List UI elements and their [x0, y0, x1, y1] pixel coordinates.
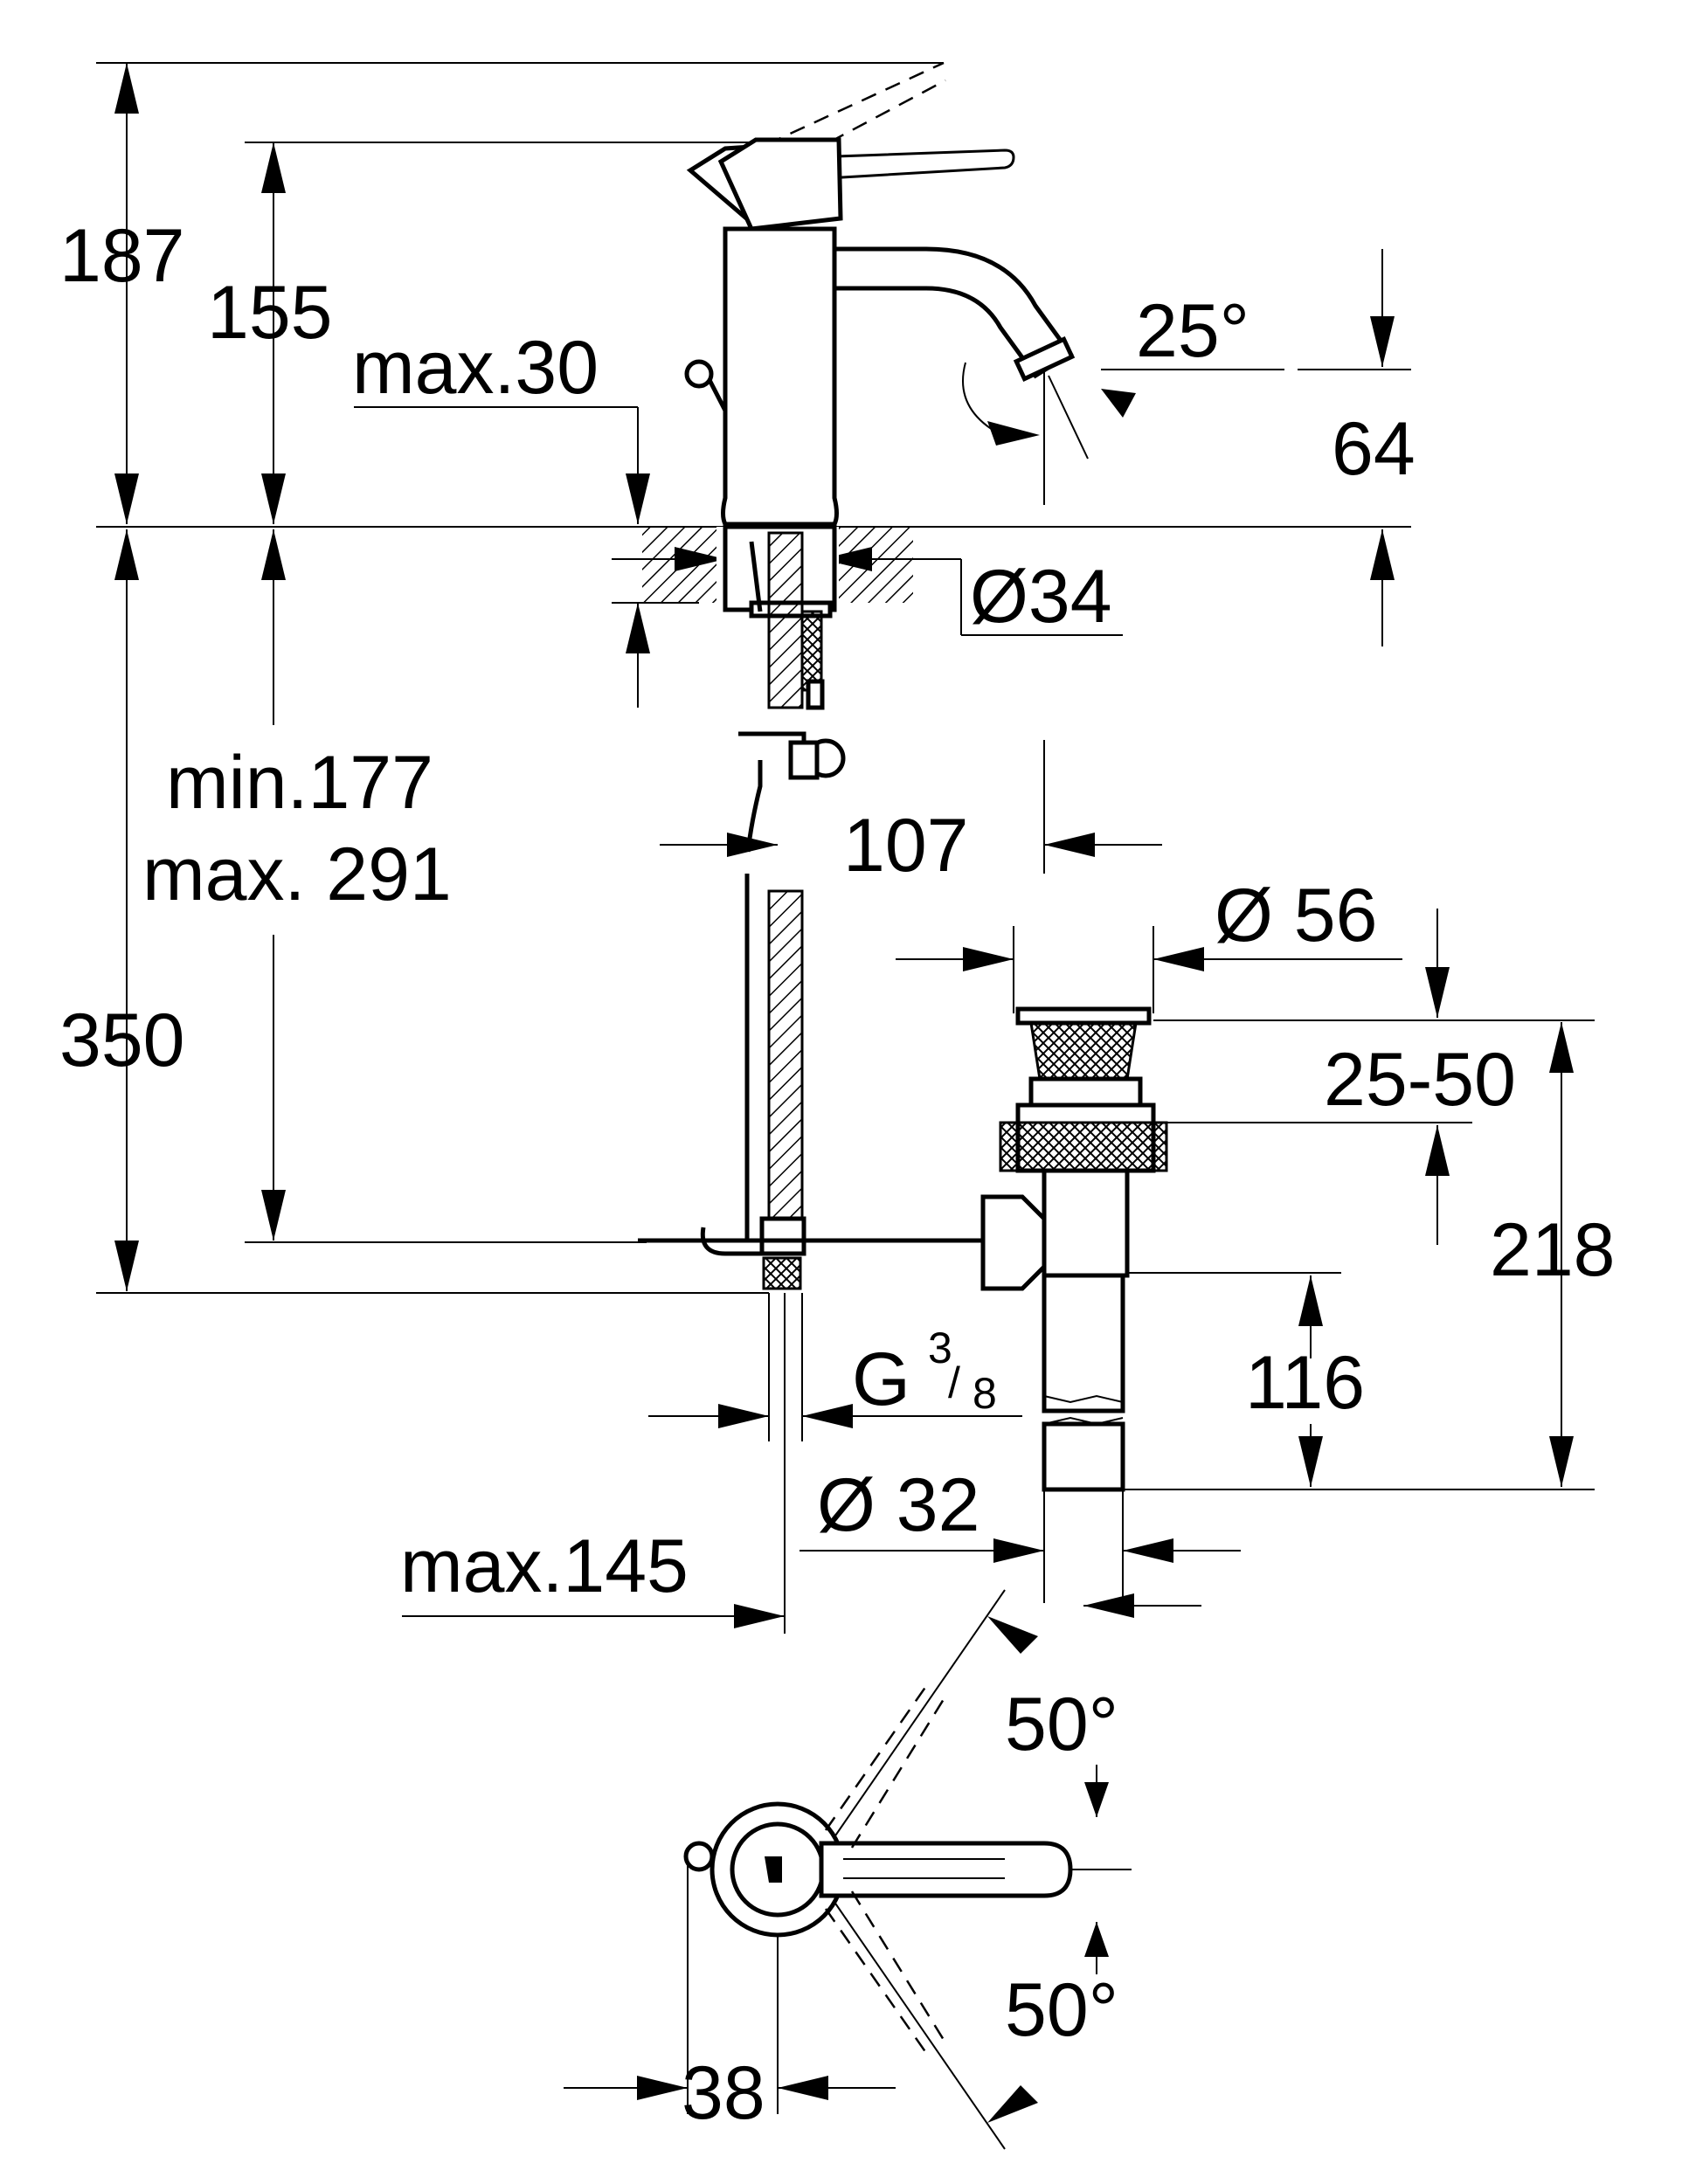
label-max-291: max. 291: [142, 833, 452, 916]
label-max-30: max.30: [352, 326, 599, 410]
label-187: 187: [59, 214, 185, 298]
faucet-top-view: [683, 1685, 1073, 2054]
label-min-177: min.177: [166, 741, 433, 825]
label-g: G: [852, 1337, 910, 1421]
label-350: 350: [59, 999, 185, 1082]
label-155: 155: [207, 271, 333, 355]
label-50-deg-lower: 50°: [1005, 1968, 1118, 2052]
faucet-side-view: [638, 61, 1076, 1290]
label-max-145: max.145: [400, 1524, 689, 1608]
label-g-numerator: 3: [928, 1324, 952, 1372]
label-116: 116: [1245, 1341, 1365, 1425]
label-38: 38: [682, 2051, 765, 2135]
label-107: 107: [843, 804, 969, 888]
label-g-slash: /: [948, 1358, 960, 1407]
label-dia-56: Ø 56: [1215, 874, 1377, 957]
dimension-lines: [96, 62, 1595, 2150]
label-218: 218: [1490, 1208, 1616, 1292]
label-25-50: 25-50: [1324, 1038, 1516, 1122]
label-25-deg: 25°: [1136, 289, 1249, 373]
label-50-deg-upper: 50°: [1005, 1683, 1118, 1766]
label-dia-34: Ø34: [970, 555, 1112, 639]
dimension-labels: 187 155 max.30 25° 64 Ø34 min.177 max. 2…: [59, 214, 1616, 2135]
label-64: 64: [1332, 407, 1416, 491]
label-dia-32: Ø 32: [817, 1463, 979, 1547]
label-g-denominator: 8: [973, 1369, 997, 1418]
waste-assembly: [980, 1006, 1168, 1492]
